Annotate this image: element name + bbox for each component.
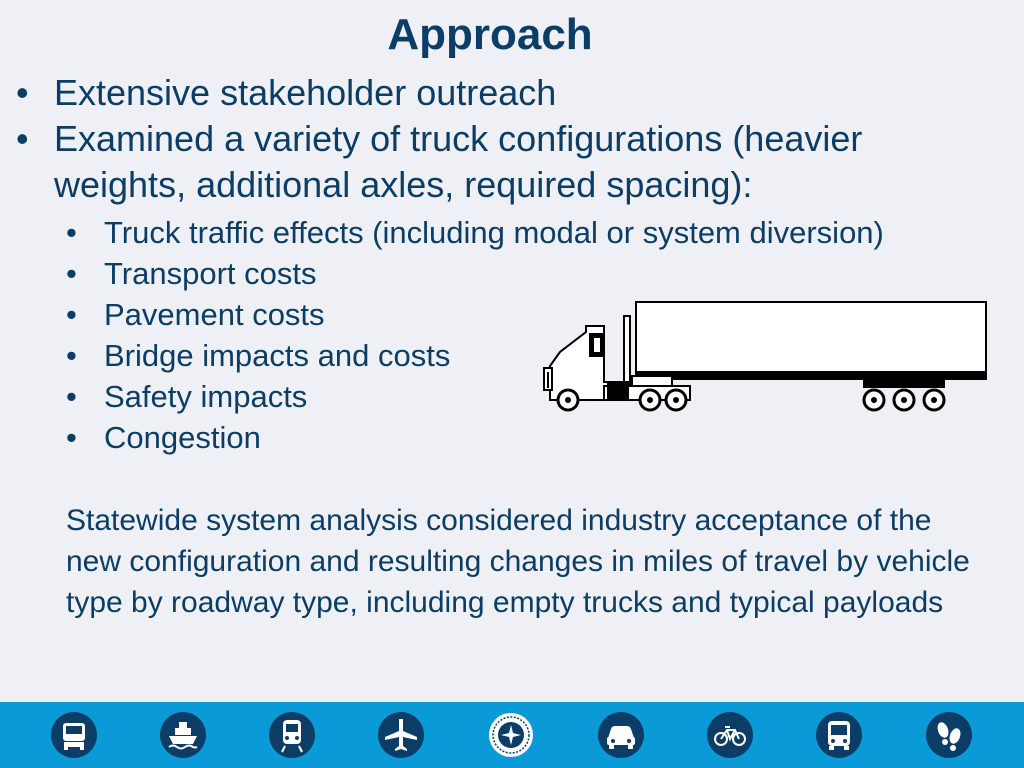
page-title: Approach: [387, 10, 593, 59]
truck-icon: [51, 712, 97, 758]
mndot-seal-icon: [489, 713, 533, 757]
wheel-set: [556, 388, 946, 412]
sub-bullet-text: Bridge impacts and costs: [104, 338, 451, 373]
list-item: • Examined a variety of truck configurati…: [14, 116, 974, 208]
car-icon: [598, 712, 644, 758]
list-item: • Bridge impacts and costs: [66, 335, 884, 376]
bullet-icon: •: [66, 297, 77, 332]
footer-bar: [0, 702, 1024, 768]
bullet-icon: •: [16, 118, 29, 159]
bullet-icon: •: [66, 420, 77, 455]
list-item: • Transport costs: [66, 253, 884, 294]
sub-bullet-text: Congestion: [104, 420, 261, 455]
bicycle-icon: [707, 712, 753, 758]
sub-bullet-text: Truck traffic effects (including modal o…: [104, 215, 884, 250]
list-item: • Pavement costs: [66, 294, 884, 335]
sub-bullet-list: • Truck traffic effects (including modal …: [66, 212, 884, 458]
summary-paragraph: Statewide system analysis considered ind…: [66, 504, 970, 619]
sub-bullet-text: Pavement costs: [104, 297, 325, 332]
train-icon: [269, 712, 315, 758]
bullet-text: Examined a variety of truck configuratio…: [54, 118, 863, 205]
semi-truck-icon: [543, 301, 987, 412]
sub-bullet-text: Transport costs: [104, 256, 317, 291]
sub-bullet-text: Safety impacts: [104, 379, 308, 414]
list-item: • Truck traffic effects (including modal …: [66, 212, 884, 253]
main-bullet-list: • Extensive stakeholder outreach • Examine…: [14, 70, 974, 208]
airplane-icon: [378, 712, 424, 758]
bullet-icon: •: [66, 338, 77, 373]
footprints-icon: [926, 712, 972, 758]
bus-icon: [816, 712, 862, 758]
bullet-icon: •: [66, 215, 77, 250]
bullet-icon: •: [16, 72, 29, 113]
bullet-icon: •: [66, 256, 77, 291]
bullet-icon: •: [66, 379, 77, 414]
bullet-text: Extensive stakeholder outreach: [54, 72, 557, 113]
ship-icon: [160, 712, 206, 758]
list-item: • Congestion: [66, 417, 884, 458]
list-item: • Safety impacts: [66, 376, 884, 417]
list-item: • Extensive stakeholder outreach: [14, 70, 974, 116]
